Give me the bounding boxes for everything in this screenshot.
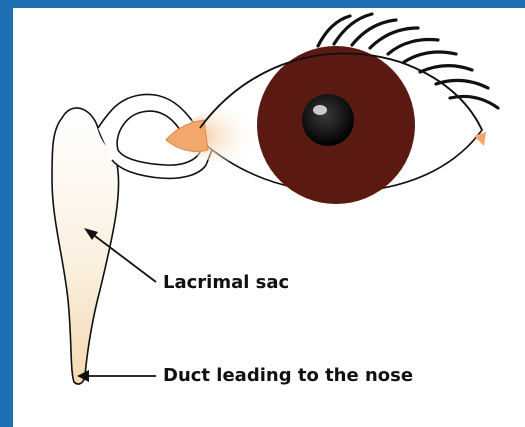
- pupil: [302, 94, 354, 146]
- lacrimal-sac-label: Lacrimal sac: [163, 272, 289, 293]
- pupil-highlight: [313, 105, 327, 115]
- duct-label: Duct leading to the nose: [163, 365, 413, 386]
- arrow-duct: [77, 370, 156, 382]
